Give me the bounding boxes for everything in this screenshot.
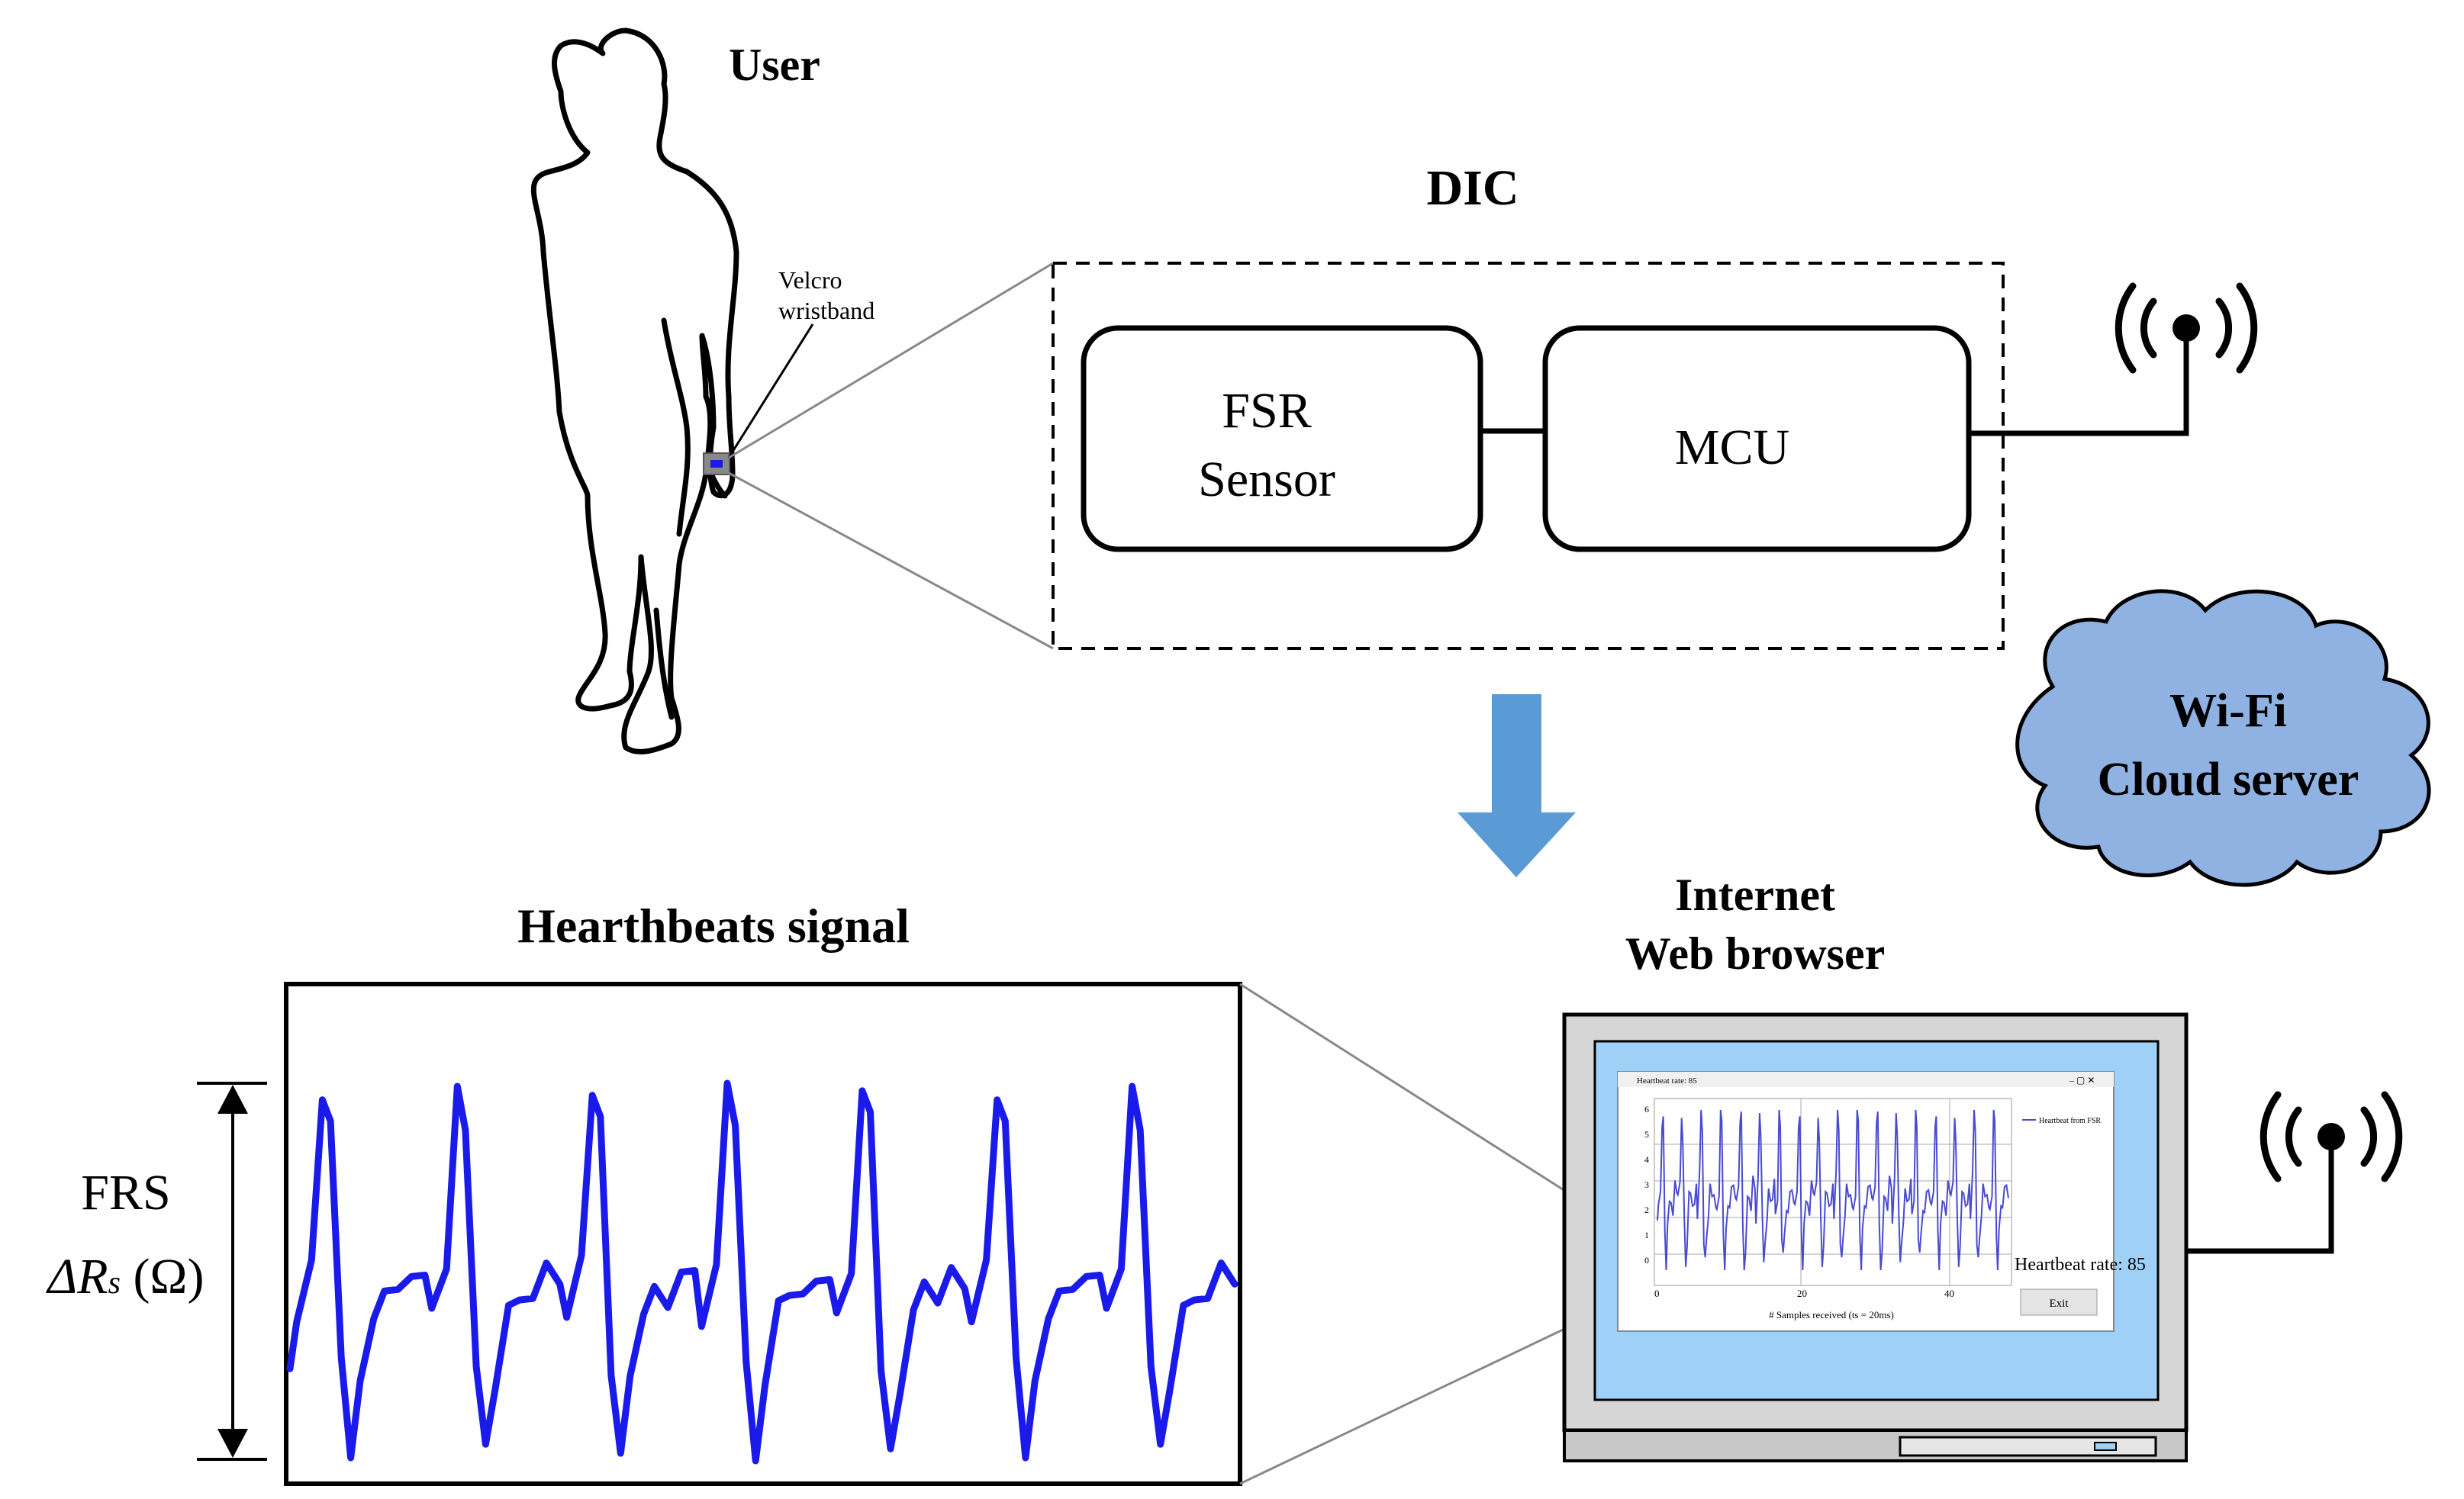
- down-arrow-icon: [1457, 694, 1576, 877]
- signal-title: Hearthbeats signal: [517, 899, 910, 953]
- app-x-tick-40: 40: [1944, 1288, 1954, 1299]
- app-y-tick: 3: [1644, 1179, 1649, 1190]
- velcro-label-line1: Velcro: [778, 266, 842, 294]
- app-y-tick: 2: [1644, 1205, 1649, 1215]
- dic-antenna-wire: [1969, 328, 2189, 436]
- internet-label-line2: Web browser: [1625, 928, 1886, 979]
- app-x-tick-0: 0: [1654, 1288, 1660, 1299]
- app-rate-text: Heartbeat rate: 85: [2015, 1255, 2146, 1275]
- app-y-tick: 0: [1644, 1255, 1649, 1266]
- person-icon: [530, 27, 739, 754]
- fsr-label-line2: Sensor: [1198, 452, 1335, 507]
- wristband-sensor-dot: [710, 460, 723, 468]
- internet-label-line1: Internet: [1675, 870, 1835, 920]
- app-exit-label: Exit: [2050, 1298, 2069, 1310]
- heartbeat-app-window: Heartbeat rate: 85 – ▢ ✕ 6 5 4 3 2 1 0 0 20 40…: [1617, 1071, 2146, 1332]
- axis-delta: ΔR: [46, 1249, 108, 1304]
- wifi-antenna-icon: [2259, 1091, 2403, 1182]
- velcro-label-line2: wristband: [778, 297, 874, 324]
- axis-subscript: s: [108, 1266, 121, 1301]
- app-y-tick: 6: [1644, 1104, 1649, 1115]
- app-y-ticks: 6 5 4 3 2 1 0: [1644, 1104, 1649, 1266]
- app-y-tick: 4: [1644, 1154, 1649, 1165]
- heartbeat-signal-trace: [286, 1079, 1238, 1465]
- app-x-axis-label: # Samples received (ts = 20ms): [1769, 1309, 1894, 1320]
- app-x-tick-20: 20: [1797, 1288, 1807, 1299]
- wristband-marker: [703, 452, 730, 475]
- amplitude-range-arrow: [197, 1082, 267, 1461]
- dic-boundary: [1052, 262, 2005, 650]
- app-signal-trace: [1657, 1109, 2009, 1271]
- mcu-label: MCU: [1675, 420, 1789, 475]
- user-label: User: [729, 40, 820, 90]
- app-window-title: Heartbeat rate: 85: [1637, 1076, 1697, 1086]
- fsr-label-line1: FSR: [1222, 383, 1311, 439]
- app-y-tick: 1: [1644, 1230, 1649, 1240]
- zoom-line-laptop-bottom: [1239, 1322, 1577, 1485]
- zoom-line-top: [728, 262, 1054, 459]
- app-y-tick: 5: [1644, 1129, 1649, 1140]
- mcu-block: [1542, 325, 1972, 552]
- app-window-controls: – ▢ ✕: [2069, 1075, 2095, 1086]
- zoom-line-bottom: [728, 471, 1054, 650]
- cloud-icon: [2015, 589, 2431, 887]
- fsr-sensor-block: [1081, 325, 1483, 552]
- velcro-pointer-line: [727, 323, 814, 458]
- cloud-label-line2: Cloud server: [2098, 754, 2359, 806]
- app-legend-text: Heartbeat from FSR: [2039, 1117, 2101, 1125]
- laptop-antenna-wire: [2186, 1140, 2334, 1254]
- app-exit-button[interactable]: [2020, 1288, 2098, 1316]
- wifi-antenna-icon: [2115, 282, 2258, 374]
- axis-unit: (Ω): [121, 1249, 205, 1304]
- dic-title: DIC: [1426, 160, 1519, 216]
- cloud-label-line1: Wi-Fi: [2169, 685, 2287, 737]
- zoom-line-laptop-top: [1239, 983, 1577, 1199]
- axis-label-line1: FRS: [81, 1165, 170, 1221]
- axis-label-line2: ΔRs (Ω): [46, 1249, 205, 1304]
